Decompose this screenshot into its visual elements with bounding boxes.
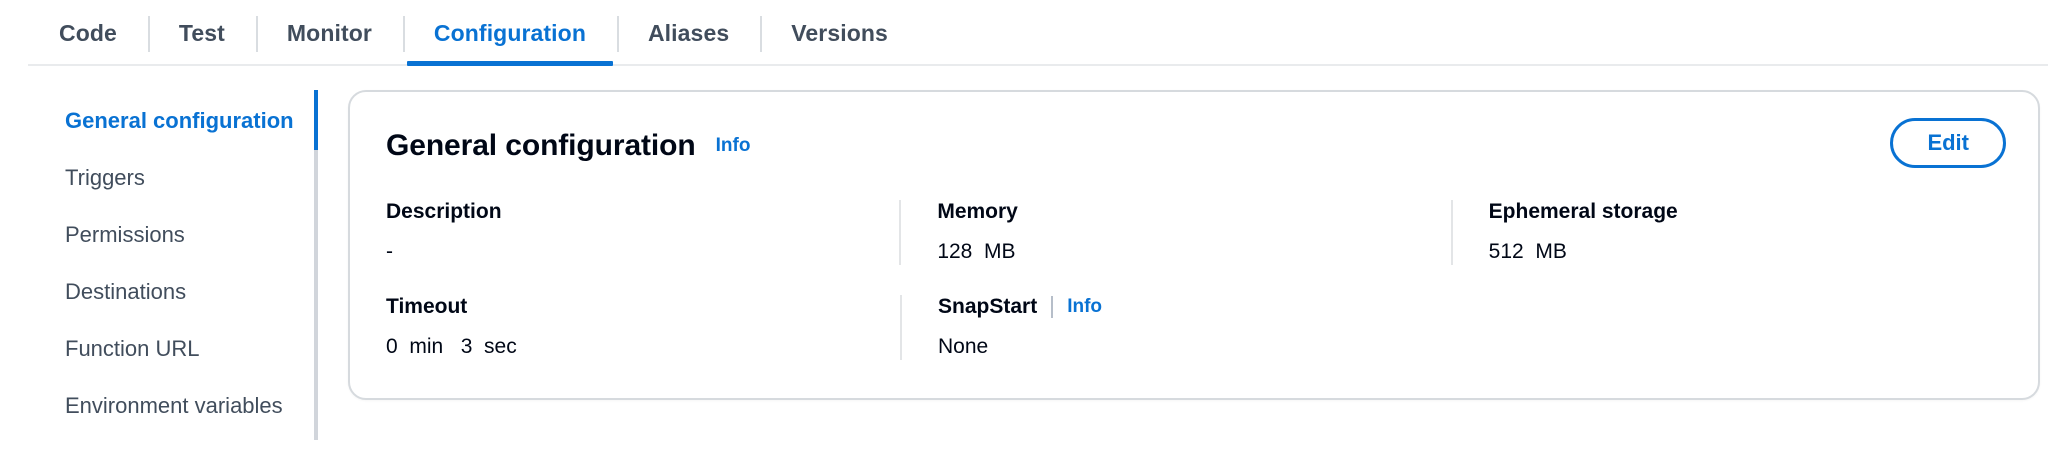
sidebar-item-label: Destinations	[65, 279, 187, 304]
field-value: -	[386, 240, 393, 263]
sidebar-item-environment-variables[interactable]: Environment variables	[65, 393, 318, 419]
field-label: Timeout	[386, 295, 468, 318]
field-label: Memory	[937, 200, 1018, 223]
sidebar-item-label: Function URL	[65, 336, 200, 361]
field-row: Timeout 0 min 3 sec SnapStart Info None	[386, 295, 2002, 360]
sidebar-item-general-configuration[interactable]: General configuration	[65, 108, 318, 134]
field-value: 128 MB	[937, 240, 1016, 263]
tab-versions[interactable]: Versions	[760, 0, 919, 66]
field-description: Description -	[386, 200, 899, 265]
sidebar-item-triggers[interactable]: Triggers	[65, 165, 318, 191]
tab-aliases[interactable]: Aliases	[616, 0, 760, 66]
sidebar-item-label: Environment variables	[65, 393, 283, 418]
main-content: General configuration Info Edit Descript…	[318, 90, 2048, 400]
sidenav-active-indicator	[314, 90, 318, 150]
tab-label: Monitor	[286, 19, 372, 46]
field-row: Description - Memory 128 MB Ephemeral st…	[386, 200, 2002, 265]
field-value: 512 MB	[1488, 240, 1567, 263]
field-memory: Memory 128 MB	[899, 200, 1450, 265]
page-title: General configuration	[386, 129, 696, 162]
sidebar-item-permissions[interactable]: Permissions	[65, 222, 318, 248]
field-value: 0 min 3 sec	[386, 335, 517, 358]
tab-label: Test	[178, 19, 225, 46]
tab-monitor[interactable]: Monitor	[255, 0, 403, 66]
field-label: SnapStart	[938, 295, 1038, 318]
field-label: Description	[386, 200, 502, 223]
configuration-sidenav: General configuration Triggers Permissio…	[0, 90, 318, 450]
tab-label: Versions	[791, 19, 888, 46]
tab-code[interactable]: Code	[28, 0, 148, 66]
info-link[interactable]: Info	[715, 135, 751, 156]
sidebar-item-label: General configuration	[65, 108, 294, 133]
sidebar-item-destinations[interactable]: Destinations	[65, 279, 318, 305]
field-label: Ephemeral storage	[1488, 200, 1678, 223]
tab-label: Code	[59, 19, 117, 46]
general-configuration-card: General configuration Info Edit Descript…	[348, 90, 2040, 400]
sidebar-item-label: Triggers	[65, 165, 145, 190]
sidebar-item-label: Permissions	[65, 222, 185, 247]
tab-label: Aliases	[647, 19, 730, 46]
tab-label: Configuration	[433, 19, 586, 46]
function-tabs: Code Test Monitor Configuration Aliases …	[0, 0, 2048, 66]
field-label-row: Memory	[937, 200, 1426, 224]
field-label-row: SnapStart Info	[938, 295, 1428, 319]
tab-test[interactable]: Test	[147, 0, 256, 66]
field-label-row: Ephemeral storage	[1489, 200, 1978, 224]
field-snapstart: SnapStart Info None	[900, 295, 1452, 360]
sidenav-rail	[314, 90, 318, 440]
field-value: None	[938, 335, 989, 358]
card-header: General configuration Info	[386, 122, 2002, 170]
sidebar-item-function-url[interactable]: Function URL	[65, 336, 318, 362]
edit-button[interactable]: Edit	[1890, 118, 2006, 169]
field-ephemeral-storage: Ephemeral storage 512 MB	[1450, 200, 2002, 265]
field-timeout: Timeout 0 min 3 sec	[386, 295, 900, 360]
field-label-row: Description	[386, 200, 875, 224]
page-body: General configuration Triggers Permissio…	[0, 66, 2048, 450]
snapstart-info-link[interactable]: Info	[1067, 296, 1103, 317]
label-divider	[1051, 296, 1054, 318]
tab-configuration[interactable]: Configuration	[402, 0, 617, 66]
field-label-row: Timeout	[386, 295, 876, 319]
